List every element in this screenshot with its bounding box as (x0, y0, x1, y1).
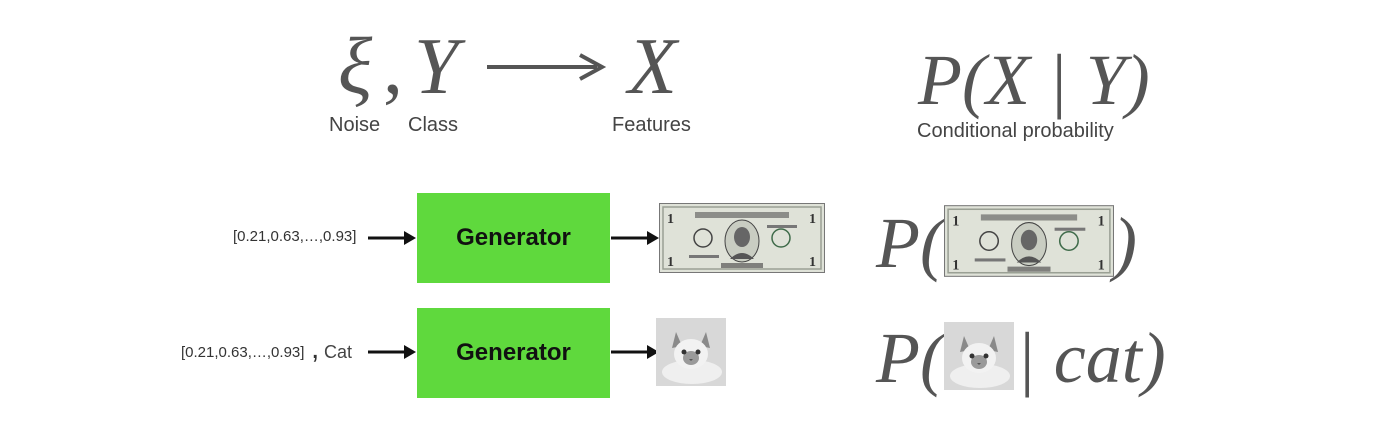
conditional-label: Conditional probability (917, 120, 1114, 142)
row2-formula-suffix: | cat) (1016, 318, 1166, 398)
row2-generator-box: Generator (417, 308, 610, 398)
svg-text:1: 1 (809, 255, 816, 270)
svg-text:1: 1 (1098, 214, 1105, 230)
row2-noise-input: [0.21,0.63,…,0.93] (181, 344, 305, 361)
svg-text:1: 1 (667, 212, 674, 227)
svg-text:1: 1 (667, 255, 674, 270)
row2-output-arrow (611, 345, 659, 359)
features-symbol: X (628, 23, 677, 111)
features-label: Features (612, 114, 691, 136)
formula-dollar-bill-image: 1 1 1 1 (944, 205, 1114, 277)
class-label: Class (408, 114, 459, 136)
svg-text:1: 1 (952, 258, 959, 274)
row2-input-arrow (368, 345, 416, 359)
noise-label: Noise (329, 114, 381, 136)
dollar-bill-image: 1 1 1 1 (659, 203, 825, 273)
class-symbol: Y (414, 23, 459, 111)
mapping-arrow (487, 53, 607, 81)
row1-formula-suffix: ) (1113, 203, 1137, 283)
row1-noise-input: [0.21,0.63,…,0.93] (233, 228, 357, 245)
svg-text:1: 1 (809, 212, 816, 227)
conditional-formula: P(X | Y) (918, 40, 1150, 120)
formula-cat-photo-image (944, 322, 1014, 390)
svg-text:1: 1 (1098, 258, 1105, 274)
row1-generator-box: Generator (417, 193, 610, 283)
row1-formula-prefix: P( (876, 203, 944, 283)
noise-symbol: ξ (338, 23, 373, 111)
row2-formula-prefix: P( (876, 318, 944, 398)
row2-generator-label: Generator (456, 339, 571, 366)
top-comma: , (383, 23, 403, 111)
row1-input-arrow (368, 231, 416, 245)
svg-text:1: 1 (952, 214, 959, 230)
row2-class-input: Cat (324, 342, 353, 362)
row1-generator-label: Generator (456, 224, 571, 251)
cat-photo-image (656, 318, 726, 386)
row2-comma: , (311, 332, 320, 365)
row1-output-arrow (611, 231, 659, 245)
